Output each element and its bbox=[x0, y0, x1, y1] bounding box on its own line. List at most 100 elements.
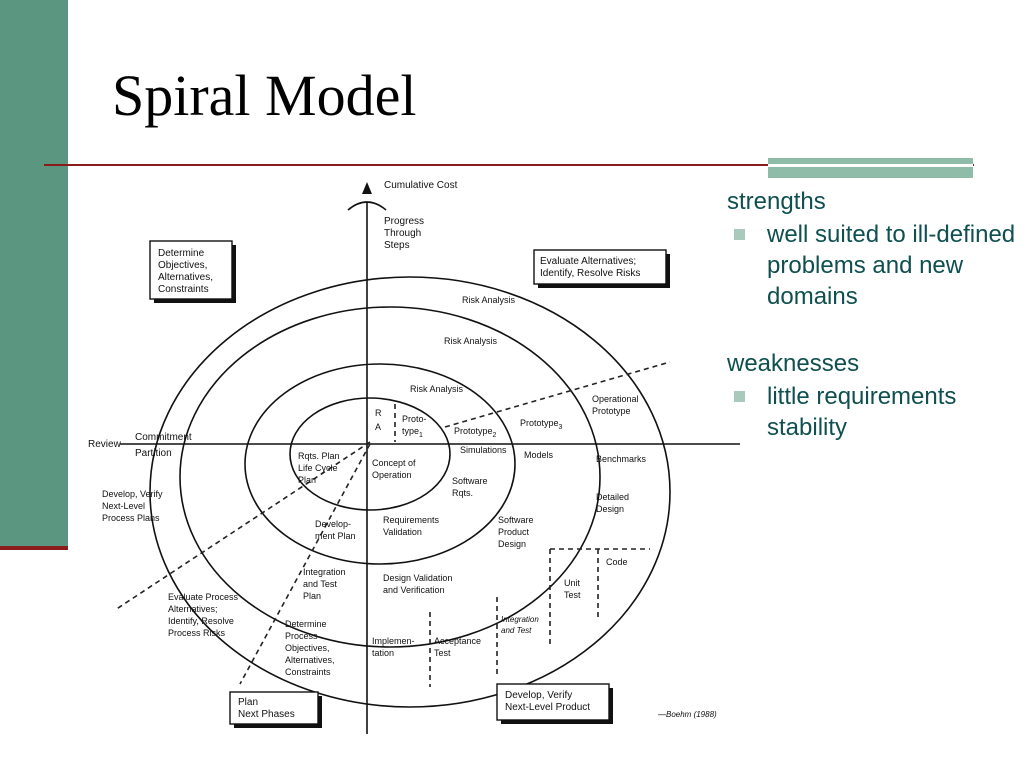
determine-process-line3: Objectives, bbox=[285, 643, 330, 653]
evaluate-box bbox=[533, 249, 667, 285]
integ-test-line2: and Test bbox=[501, 626, 532, 635]
strengths-section: strengths well suited to ill-defined pro… bbox=[727, 186, 1017, 312]
plan-line1: Plan bbox=[238, 697, 258, 708]
axis-progress-line2: Through bbox=[384, 228, 421, 239]
ra-label-a: A bbox=[375, 422, 381, 432]
evaluate-line2: Identify, Resolve Risks bbox=[540, 268, 640, 279]
weaknesses-bullet: little requirements stability bbox=[727, 381, 1017, 443]
acceptance-line2: Test bbox=[434, 648, 451, 658]
models-label: Models bbox=[524, 450, 554, 460]
software-product-line2: Product bbox=[498, 527, 530, 537]
evaluate-process-line4: Process Risks bbox=[168, 628, 226, 638]
operational-prototype-line2: Prototype bbox=[592, 406, 631, 416]
simulations-label: Simulations bbox=[460, 445, 507, 455]
axis-partition-label: Partition bbox=[135, 448, 172, 459]
develop-line2: Next-Level Product bbox=[505, 702, 590, 713]
plan-box bbox=[229, 691, 319, 725]
bullet-square-icon bbox=[734, 229, 745, 240]
code-label: Code bbox=[606, 557, 628, 567]
risk-analysis-label-3: Risk Analysis bbox=[410, 384, 464, 394]
software-rqts-line1: Software bbox=[452, 476, 488, 486]
software-rqts-line2: Rqts. bbox=[452, 488, 473, 498]
develop-verify-plans-line2: Next-Level bbox=[102, 501, 145, 511]
determine-process-line4: Alternatives, bbox=[285, 655, 335, 665]
spiral-model-diagram: Cumulative Cost Progress Through Steps R… bbox=[80, 172, 760, 742]
dashed-line-1 bbox=[114, 441, 371, 611]
detailed-design-line2: Design bbox=[596, 504, 624, 514]
detailed-design-line1: Detailed bbox=[596, 492, 629, 502]
risk-analysis-label-1: Risk Analysis bbox=[462, 295, 516, 305]
concept-line2: Operation bbox=[372, 470, 412, 480]
objectives-line2: Objectives, bbox=[158, 260, 207, 271]
spiral-loop-2 bbox=[244, 363, 516, 565]
objectives-line4: Constraints bbox=[158, 284, 209, 295]
acceptance-line1: Acceptance bbox=[434, 636, 481, 646]
rqts-plan-line2: Life Cycle bbox=[298, 463, 338, 473]
spiral-loop-1 bbox=[289, 397, 451, 511]
prototype1-line1: Proto- bbox=[402, 414, 427, 424]
spiral-loop-3 bbox=[179, 306, 601, 648]
objectives-line3: Alternatives, bbox=[158, 272, 213, 283]
rqts-plan-line1: Rqts. Plan bbox=[298, 451, 340, 461]
develop-box bbox=[496, 683, 610, 721]
slide-title: Spiral Model bbox=[112, 63, 417, 128]
risk-analysis-label-2: Risk Analysis bbox=[444, 336, 498, 346]
strengths-heading: strengths bbox=[727, 188, 826, 215]
determine-process-line1: Determine bbox=[285, 619, 327, 629]
axis-cost-label: Cumulative Cost bbox=[384, 180, 458, 191]
left-accent-bar bbox=[0, 0, 68, 550]
bullet-square-icon bbox=[734, 391, 745, 402]
evaluate-process-line2: Alternatives; bbox=[168, 604, 218, 614]
weaknesses-item: little requirements stability bbox=[767, 383, 957, 441]
prototype1-line2: type1 bbox=[402, 426, 423, 439]
evaluate-line1: Evaluate Alternatives; bbox=[540, 256, 636, 267]
develop-verify-plans-line1: Develop, Verify bbox=[102, 489, 163, 499]
design-validation-line2: and Verification bbox=[383, 585, 445, 595]
design-validation-line1: Design Validation bbox=[383, 573, 452, 583]
integ-plan-line1: Integration bbox=[303, 567, 346, 577]
axis-review-label: Review bbox=[88, 439, 122, 450]
spiral-diagram-svg: Cumulative Cost Progress Through Steps R… bbox=[88, 180, 740, 734]
software-product-line1: Software bbox=[498, 515, 534, 525]
integ-plan-line3: Plan bbox=[303, 591, 321, 601]
objectives-box bbox=[149, 240, 233, 300]
title-divider bbox=[44, 164, 974, 166]
title-accent-bar bbox=[768, 158, 973, 178]
ra-label-r: R bbox=[375, 408, 382, 418]
unit-test-line1: Unit bbox=[564, 578, 581, 588]
axis-progress-line3: Steps bbox=[384, 240, 410, 251]
concept-line1: Concept of bbox=[372, 458, 416, 468]
axis-progress-line1: Progress bbox=[384, 216, 424, 227]
strengths-weaknesses-panel: strengths well suited to ill-defined pro… bbox=[727, 186, 1017, 457]
dev-plan-line2: ment Plan bbox=[315, 531, 356, 541]
req-validation-line2: Validation bbox=[383, 527, 422, 537]
axis-arrow-icon bbox=[362, 182, 372, 194]
integ-plan-line2: and Test bbox=[303, 579, 337, 589]
develop-line1: Develop, Verify bbox=[505, 690, 572, 701]
weaknesses-section: weaknesses little requirements stability bbox=[727, 348, 1017, 443]
determine-process-line5: Constraints bbox=[285, 667, 331, 677]
evaluate-process-line3: Identify, Resolve bbox=[168, 616, 234, 626]
axis-commitment-label: Commitment bbox=[135, 432, 192, 443]
prototype2-label: Prototype2 bbox=[454, 426, 497, 439]
credit-label: —Boehm (1988) bbox=[657, 710, 717, 719]
dashed-line-3 bbox=[444, 361, 671, 428]
cost-arc-icon bbox=[347, 201, 387, 211]
software-product-line3: Design bbox=[498, 539, 526, 549]
plan-line2: Next Phases bbox=[238, 709, 295, 720]
weaknesses-heading: weaknesses bbox=[727, 350, 860, 377]
evaluate-process-line1: Evaluate Process bbox=[168, 592, 239, 602]
benchmarks-label: Benchmarks bbox=[596, 454, 647, 464]
dev-plan-line1: Develop- bbox=[315, 519, 351, 529]
implementation-line2: tation bbox=[372, 648, 394, 658]
prototype3-label: Prototype3 bbox=[520, 418, 563, 431]
strengths-item: well suited to ill-defined problems and … bbox=[767, 221, 1016, 310]
dashed-line-2 bbox=[239, 443, 371, 685]
strengths-bullet: well suited to ill-defined problems and … bbox=[727, 219, 1017, 312]
develop-verify-plans-line3: Process Plans bbox=[102, 513, 160, 523]
operational-prototype-line1: Operational bbox=[592, 394, 639, 404]
integ-test-line1: Integration bbox=[501, 615, 539, 624]
unit-test-line2: Test bbox=[564, 590, 581, 600]
implementation-line1: Implemen- bbox=[372, 636, 415, 646]
objectives-line1: Determine bbox=[158, 248, 205, 259]
